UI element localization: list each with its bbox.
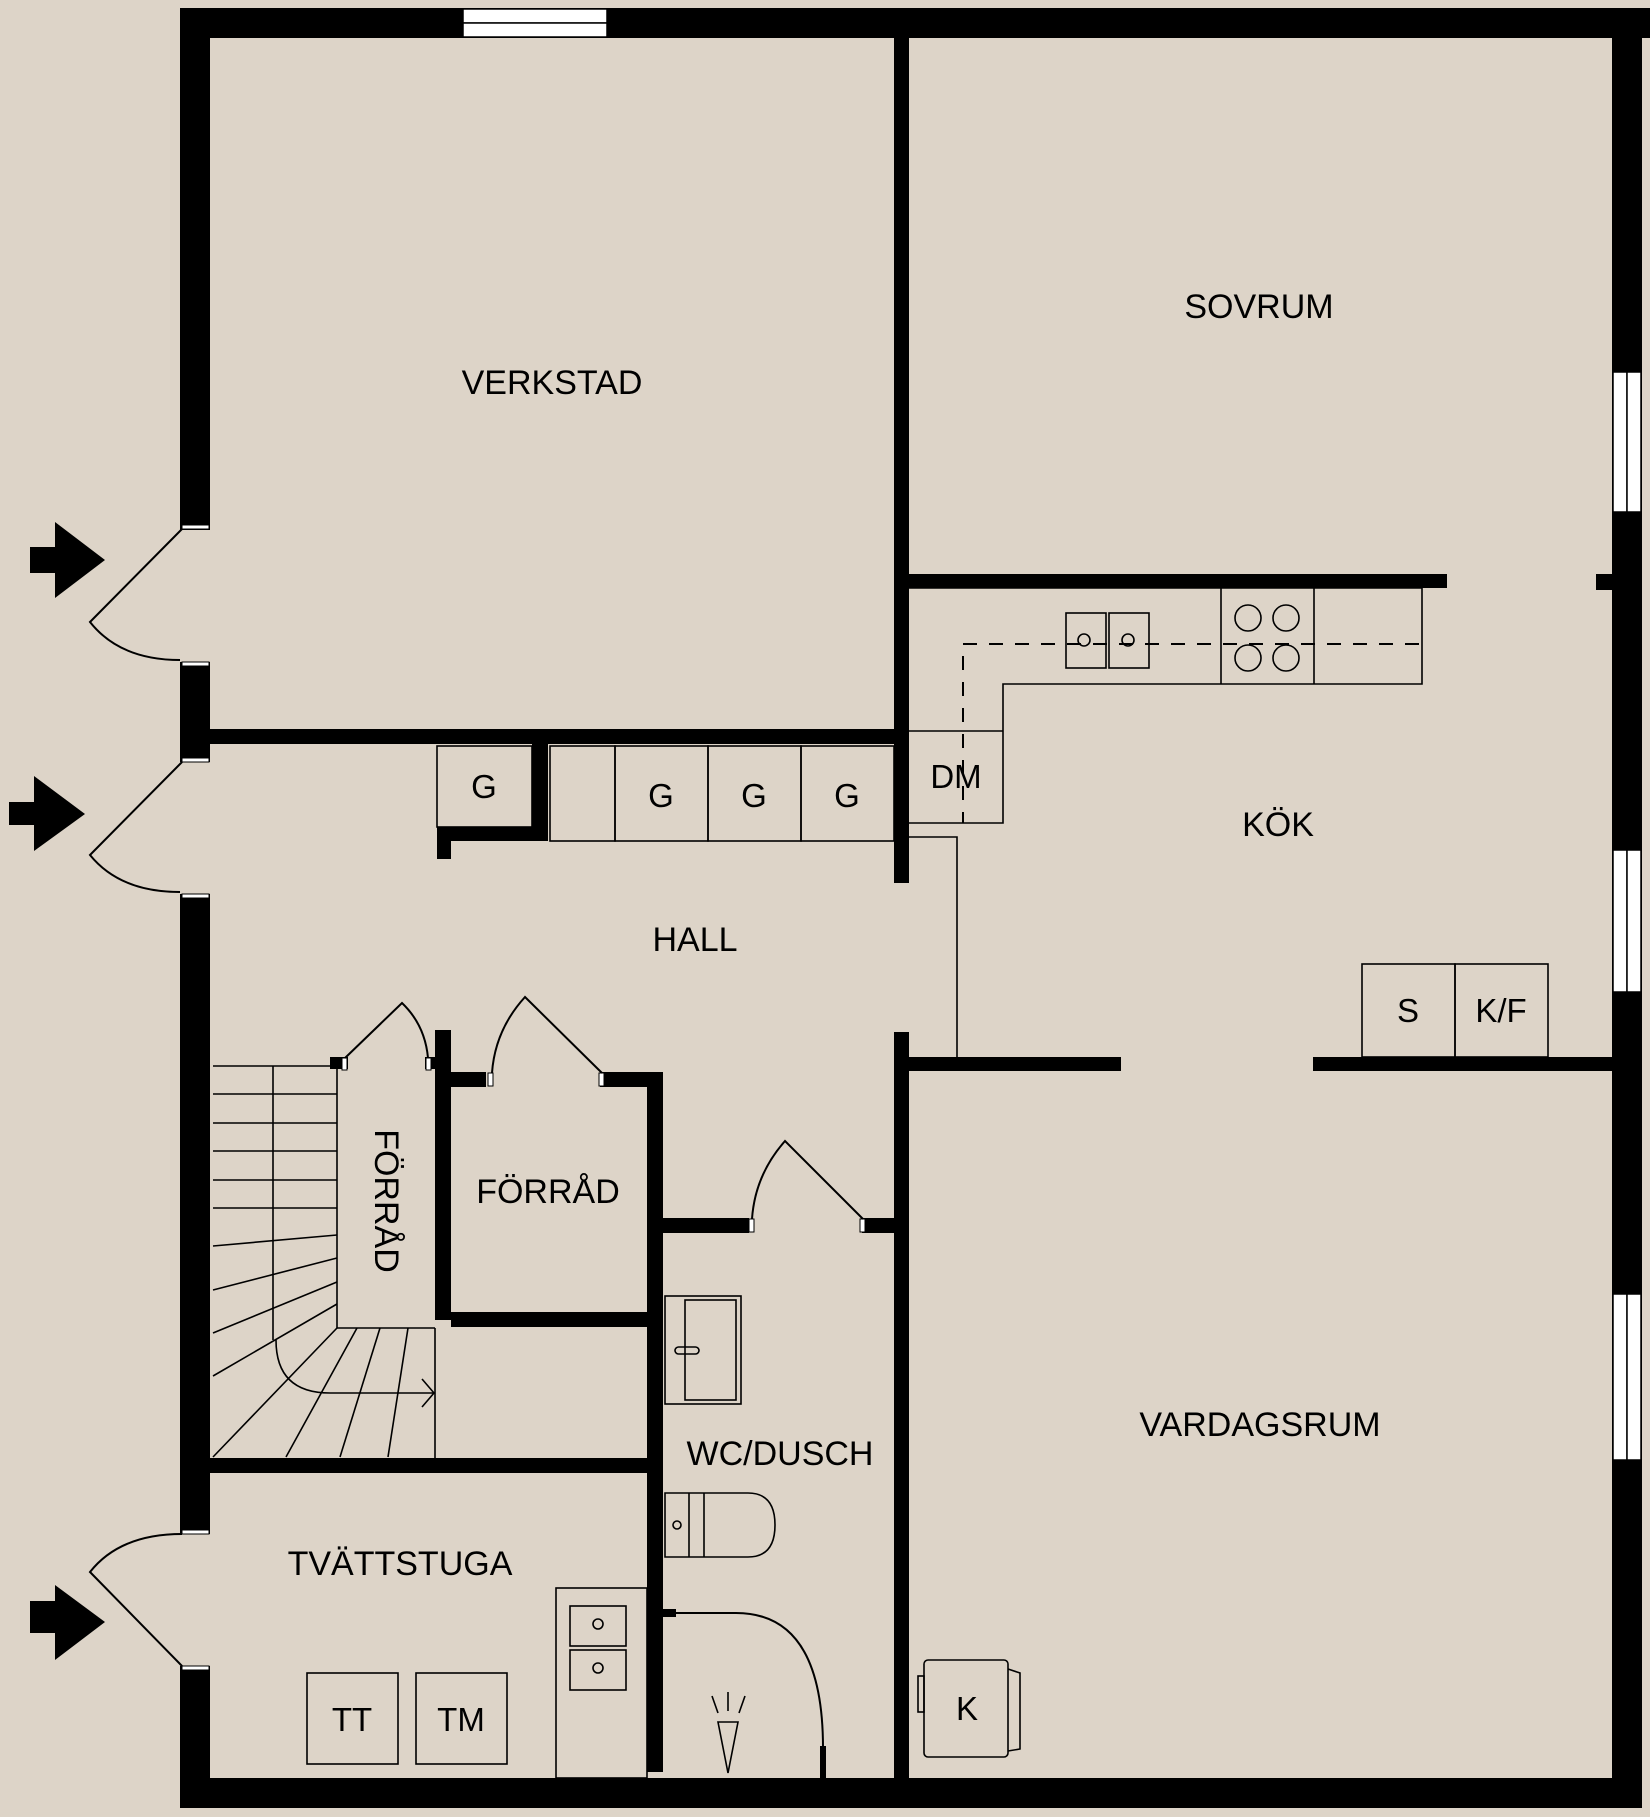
- window-kok: [1612, 849, 1628, 993]
- wardrobe: [800, 745, 895, 842]
- wardrobes: [436, 745, 895, 842]
- kitchen-counters: [909, 587, 1549, 1058]
- door-forrad: [491, 995, 603, 1074]
- shower-curtain: [663, 1612, 824, 1778]
- entrance-arrow-icon: [9, 776, 85, 851]
- staircase: [212, 1065, 436, 1458]
- toilet-icon: [664, 1492, 776, 1558]
- windows: [462, 8, 1642, 1461]
- entrance-arrow-icon: [30, 522, 105, 598]
- bathroom-fixtures: [663, 1295, 826, 1778]
- doors: [88, 528, 864, 1667]
- sink-cabinet: [664, 1295, 742, 1405]
- window-sovrum: [1612, 371, 1628, 513]
- laundry-fixtures: [306, 1587, 648, 1779]
- wardrobe: [436, 745, 533, 828]
- entrance-arrow-icon: [30, 1585, 105, 1660]
- sink: [1065, 612, 1107, 669]
- fireplace-label: K: [956, 1690, 978, 1727]
- wardrobe-label: G: [741, 777, 767, 814]
- tumble-dryer: [306, 1672, 399, 1765]
- room-label-wc-dusch: WC/DUSCH: [687, 1435, 874, 1473]
- room-label-forrad-vertical: FÖRRÅD: [367, 1129, 405, 1273]
- door-hall-entrance: [88, 761, 183, 893]
- door-tvattstuga-entrance: [88, 1533, 183, 1667]
- room-label-hall: HALL: [652, 921, 737, 959]
- freezer-label: S: [1397, 992, 1419, 1029]
- room-label-verkstad: VERKSTAD: [462, 364, 643, 402]
- door-verkstad-entrance: [88, 528, 183, 661]
- laundry-sink: [569, 1605, 627, 1647]
- room-label-vardagsrum: VARDAGSRUM: [1139, 1406, 1380, 1444]
- window-vardagsrum: [1612, 1293, 1628, 1461]
- shower-head-icon: [717, 1721, 739, 1774]
- sink: [1108, 612, 1150, 669]
- wardrobe-label: G: [471, 768, 497, 805]
- tumble-dryer-label: TT: [332, 1701, 372, 1738]
- room-label-kok: KÖK: [1242, 806, 1314, 844]
- laundry-counter: [555, 1587, 648, 1779]
- interior-walls: [210, 38, 1612, 1808]
- dishwasher-label: DM: [930, 758, 981, 795]
- washing-machine: [415, 1672, 508, 1765]
- room-label-forrad: FÖRRÅD: [476, 1173, 620, 1211]
- stair-direction-arrow: [275, 1339, 434, 1394]
- wardrobe-label: G: [648, 777, 674, 814]
- window-top-verkstad: [462, 8, 608, 24]
- door-jambs: [181, 524, 866, 1671]
- room-label-tvattstuga: TVÄTTSTUGA: [288, 1545, 513, 1583]
- fridge-freezer-label: K/F: [1475, 992, 1526, 1029]
- entrance-arrows: [9, 522, 105, 1660]
- wardrobe-label: G: [834, 777, 860, 814]
- washing-machine-label: TM: [437, 1701, 485, 1738]
- door-wc: [751, 1139, 864, 1220]
- fridge-freezer: [1454, 963, 1549, 1058]
- fireplace-icon: [917, 1659, 1021, 1758]
- door-stair-forrad: [344, 1001, 429, 1059]
- stove-icon: [1234, 604, 1300, 672]
- room-label-sovrum: SOVRUM: [1184, 288, 1333, 326]
